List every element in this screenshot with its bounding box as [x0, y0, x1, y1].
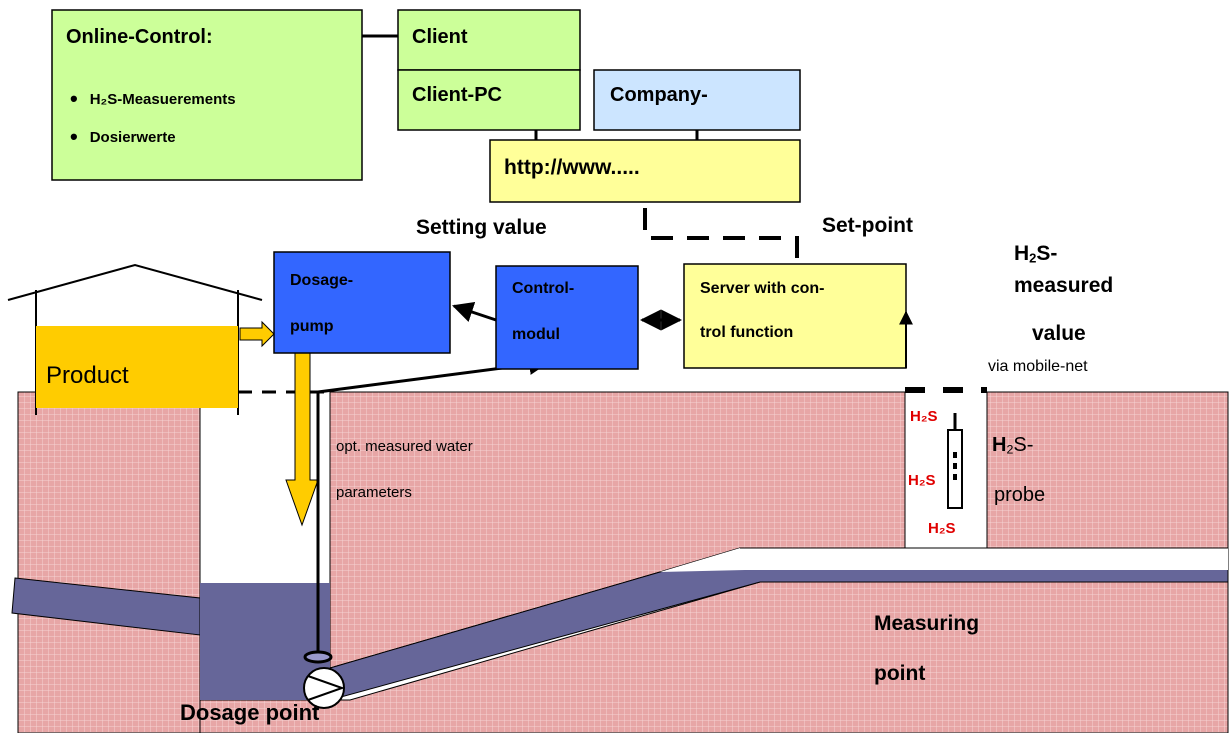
control-module-line1: Control- [512, 280, 575, 297]
h2s-gas-label-2: H₂S [908, 472, 936, 489]
value-label: value [1032, 322, 1086, 345]
dosage-point-label: Dosage point [180, 700, 320, 725]
water-sensor [303, 650, 333, 664]
set-point-label: Set-point [822, 214, 913, 237]
dosing-pipe-arrow [285, 344, 319, 527]
h2s-measured-label: H2S- [1014, 242, 1058, 266]
product-to-pump-arrow [239, 320, 275, 348]
h2s-gas-label-3: H₂S [928, 520, 956, 537]
opt-measured-line1: opt. measured water [336, 438, 473, 455]
soil-left [17, 391, 201, 733]
dosage-pump-line1: Dosage- [290, 272, 354, 289]
client-pc-label: Client-PC [412, 84, 502, 106]
client-pc-box [397, 69, 581, 131]
online-control-item-2: •Dosierwerte [70, 124, 176, 149]
sewer-pump-icon [303, 667, 346, 709]
h2s-probe-label: H2S- [992, 434, 1034, 457]
company-box [593, 69, 801, 131]
control-module-line2: modul [512, 326, 560, 343]
server-line1: Server with con- [700, 280, 825, 297]
dosage-pump-line2: pump [290, 318, 334, 335]
product-tank [36, 326, 238, 408]
online-control-title: Online-Control: [66, 26, 213, 48]
setting-value-label: Setting value [416, 216, 547, 239]
opt-measured-line2: parameters [336, 484, 412, 501]
via-mobile-net-label: via mobile-net [988, 358, 1088, 375]
bullet-icon: • [70, 124, 78, 149]
dosage-pump-box [273, 251, 451, 354]
url-box [489, 139, 801, 203]
control-module-box [495, 265, 639, 370]
server-line2: trol function [700, 324, 794, 341]
measured-label: measured [1014, 274, 1114, 297]
measuring-label: Measuring [874, 612, 980, 635]
client-box [397, 9, 581, 71]
house-roof [7, 263, 263, 301]
bullet-icon: • [70, 86, 78, 111]
client-label: Client [412, 26, 468, 48]
soil-right-upper [986, 391, 1229, 549]
probe-label: probe [994, 484, 1046, 506]
online-control-item-1: •H₂S-Measuerements [70, 86, 236, 111]
point-label: point [874, 662, 926, 685]
online-control-box [51, 9, 363, 181]
product-label: Product [46, 362, 129, 389]
url-label: http://www..... [504, 156, 640, 179]
h2s-gas-label-1: H₂S [910, 408, 938, 425]
company-label: Company- [610, 84, 708, 106]
